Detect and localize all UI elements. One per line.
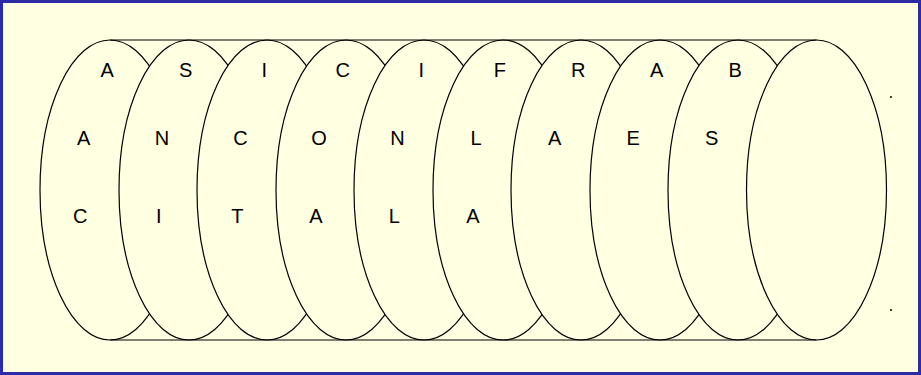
disc-letter: B — [729, 60, 742, 80]
disc-letter: I — [418, 60, 424, 80]
disc-letter: S — [179, 60, 192, 80]
disc-letter: L — [471, 128, 482, 148]
disc-letter: I — [261, 60, 267, 80]
empty-disc — [747, 40, 887, 340]
disc-letter: A — [466, 206, 479, 226]
disc-letter: A — [77, 128, 90, 148]
disc-letter: C — [233, 128, 247, 148]
cylinder-bottom-edge — [110, 339, 817, 340]
disc-letter: I — [156, 206, 162, 226]
disc-letter: N — [155, 128, 169, 148]
disc-letter: T — [231, 206, 243, 226]
disc-letter: R — [571, 60, 585, 80]
disc-letter: A — [309, 206, 322, 226]
disc-letter: E — [626, 128, 639, 148]
dot-mark — [890, 96, 892, 98]
disc-letter: A — [650, 60, 663, 80]
disc-letter: A — [548, 128, 561, 148]
disc-letter: O — [311, 128, 327, 148]
disc-letter: L — [389, 206, 400, 226]
disc-letter: S — [705, 128, 718, 148]
disc-letter: N — [390, 128, 404, 148]
dot-mark — [890, 309, 892, 311]
disc-letter: C — [73, 206, 87, 226]
cylinder-top-edge — [110, 39, 817, 40]
disc-letter: C — [336, 60, 350, 80]
disc-letter: A — [101, 60, 114, 80]
disc-letter: F — [494, 60, 506, 80]
